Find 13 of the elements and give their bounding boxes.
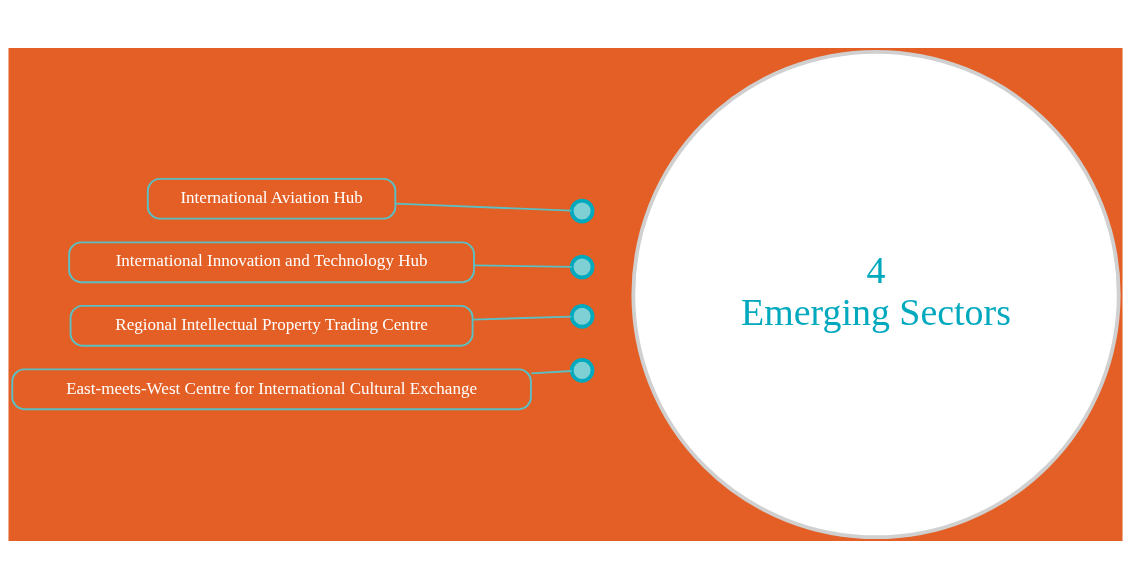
connector xyxy=(473,263,573,268)
node-circle xyxy=(569,357,595,383)
node-circle xyxy=(569,198,595,223)
node-box: International Innovation and Technology Hub xyxy=(68,240,475,283)
node-box: Regional Intellectual Property Trading Centre xyxy=(69,304,474,347)
connector xyxy=(394,202,573,212)
node-box: International Aviation Hub xyxy=(146,177,397,220)
node-circle xyxy=(569,254,595,279)
node-circle xyxy=(569,303,595,329)
connector xyxy=(530,369,573,374)
node-circle: 4 Emerging Sectors xyxy=(631,49,1121,539)
node-box: East-meets-West Centre for International Cultural Exchange xyxy=(11,367,532,410)
connector xyxy=(471,315,573,321)
